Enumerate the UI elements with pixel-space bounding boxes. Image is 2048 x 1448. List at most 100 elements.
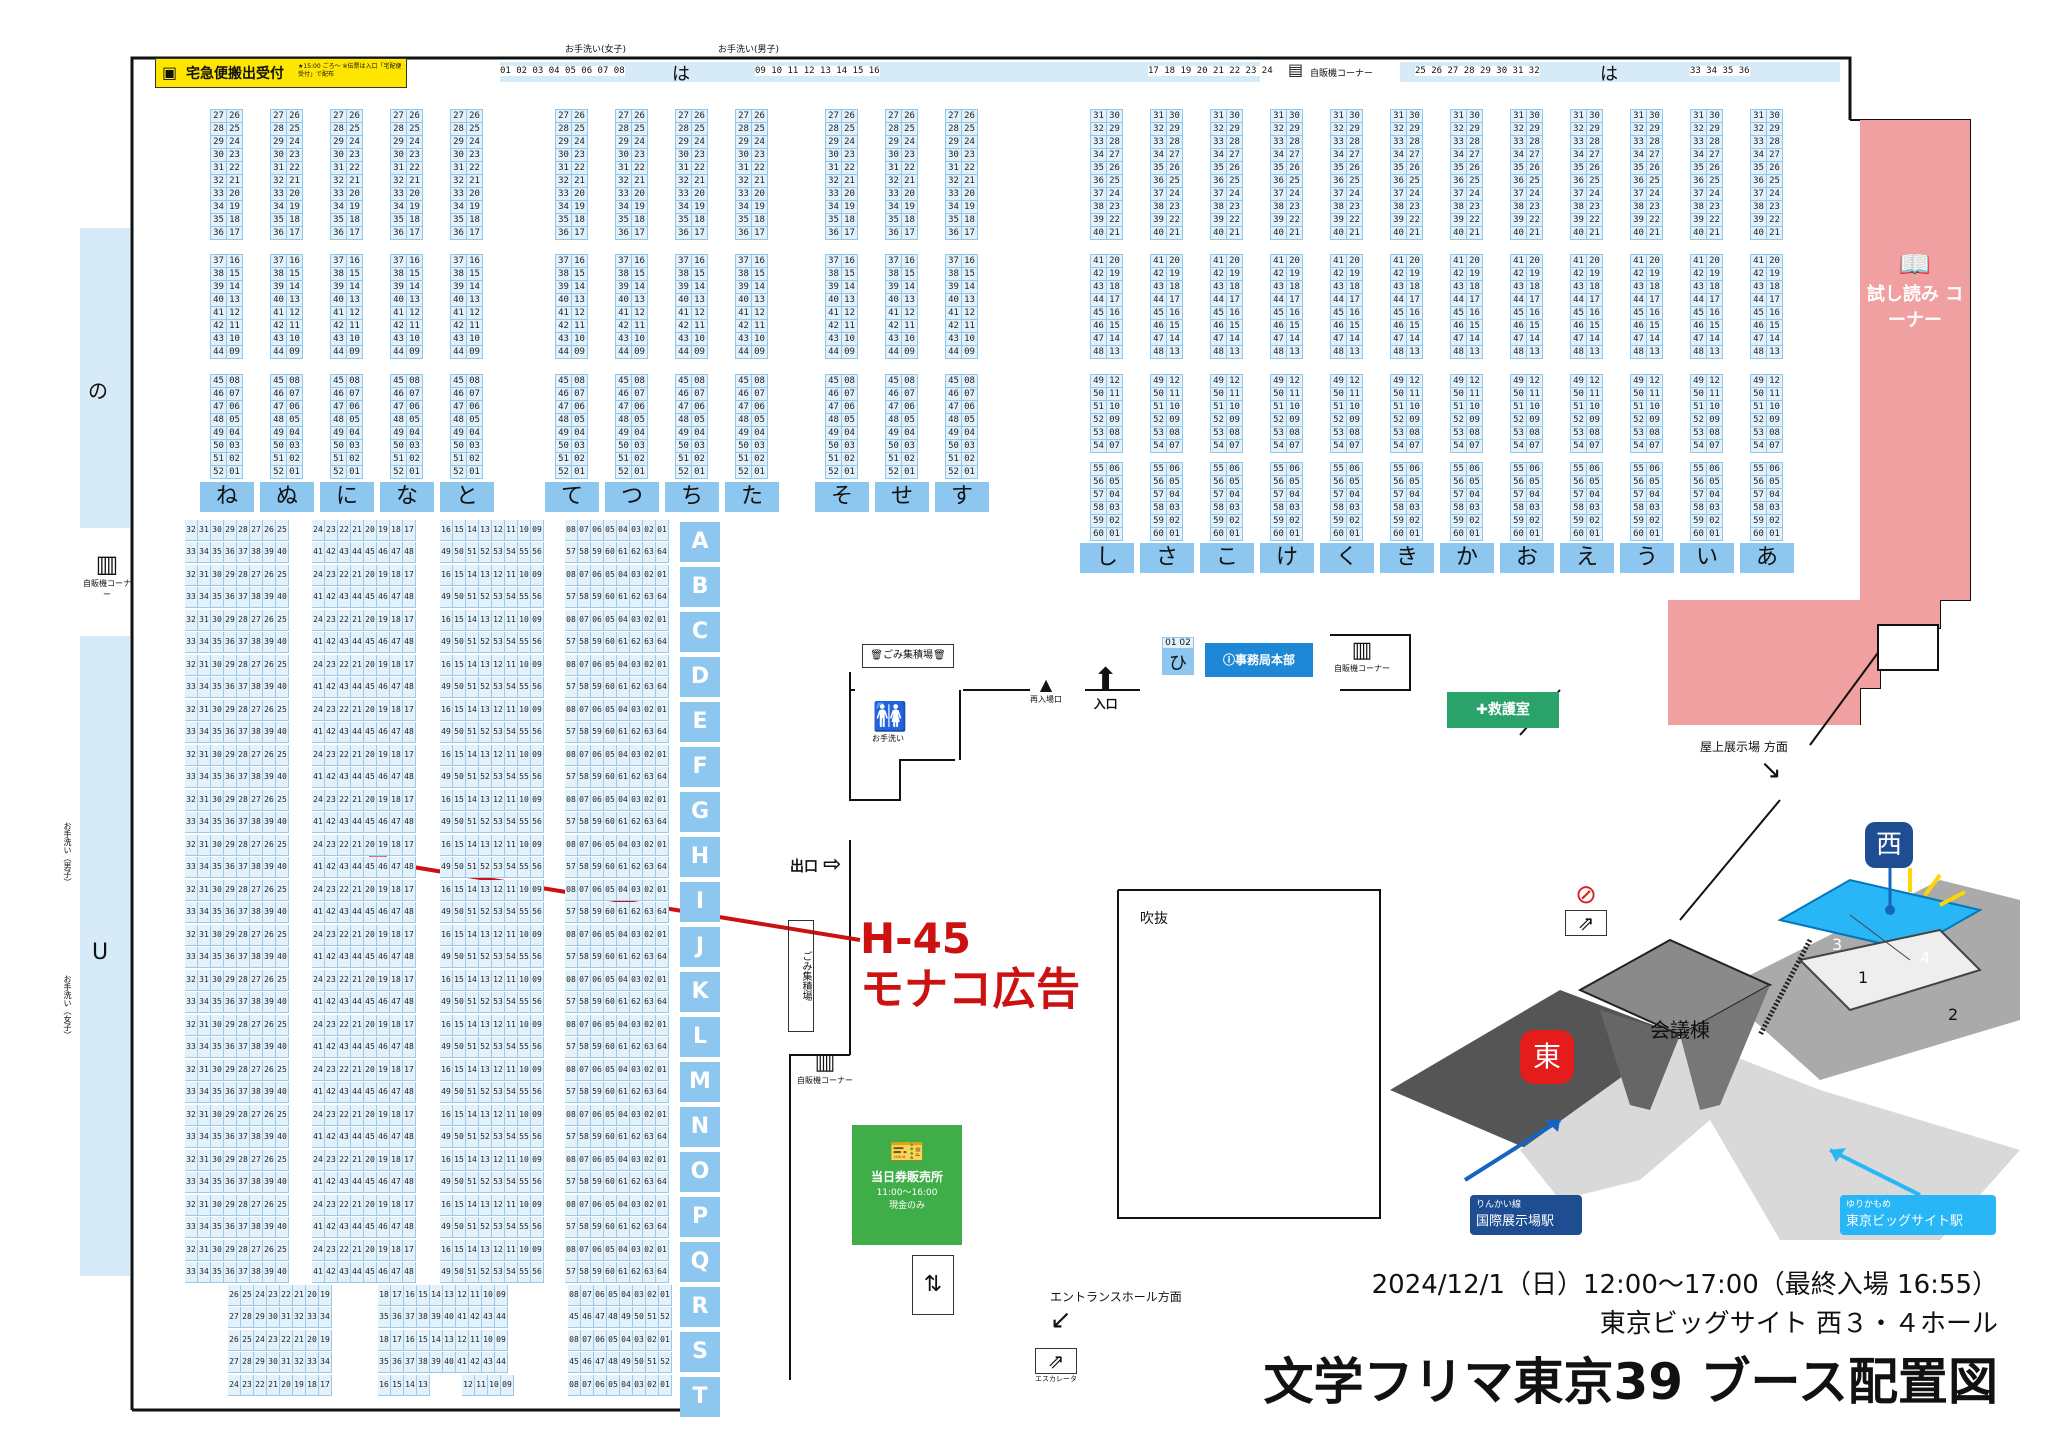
booth-seat[interactable]: 44 — [351, 767, 364, 788]
booth-seat[interactable]: 34 — [1150, 148, 1167, 162]
booth-seat[interactable]: 24 — [226, 135, 243, 149]
booth-seat[interactable]: 12 — [1586, 374, 1603, 388]
booth-seat[interactable]: 20 — [364, 745, 377, 766]
booth-seat[interactable]: 03 — [691, 439, 708, 453]
booth-seat[interactable]: 37 — [237, 542, 250, 563]
booth-seat[interactable]: 18 — [1346, 280, 1363, 294]
booth-seat[interactable]: 42 — [270, 319, 287, 333]
booth-seat[interactable]: 55 — [518, 1217, 531, 1238]
booth-seat[interactable]: 46 — [377, 542, 390, 563]
booth-seat[interactable]: 28 — [1766, 135, 1783, 149]
booth-seat[interactable]: 18 — [571, 213, 588, 227]
booth-seat[interactable]: 38 — [250, 812, 263, 833]
booth-seat[interactable]: 27 — [250, 1105, 263, 1126]
booth-seat[interactable]: 55 — [518, 632, 531, 653]
booth-seat[interactable]: 10 — [1586, 400, 1603, 414]
booth-seat[interactable]: 01 — [841, 465, 858, 479]
booth-seat[interactable]: 09 — [531, 1240, 544, 1261]
booth-seat[interactable]: 07 — [578, 1150, 591, 1171]
booth-seat[interactable]: 12 — [1526, 374, 1543, 388]
booth-seat[interactable]: 48 — [1090, 345, 1107, 359]
booth-seat[interactable]: 01 — [751, 465, 768, 479]
booth-seat[interactable]: 41 — [312, 992, 325, 1013]
booth-seat[interactable]: 42 — [1510, 267, 1527, 281]
booth-seat[interactable]: 34 — [270, 200, 287, 214]
booth-seat[interactable]: 04 — [617, 790, 630, 811]
booth-seat[interactable]: 20 — [286, 187, 303, 201]
booth-seat[interactable]: 37 — [330, 254, 347, 268]
booth-seat[interactable]: 33 — [1270, 135, 1287, 149]
booth-seat[interactable]: 54 — [505, 1127, 518, 1148]
booth-seat[interactable]: 33 — [945, 187, 962, 201]
booth-seat[interactable]: 40 — [945, 293, 962, 307]
booth-seat[interactable]: 08 — [346, 374, 363, 388]
booth-seat[interactable]: 18 — [390, 610, 403, 631]
booth-seat[interactable]: 12 — [1226, 374, 1243, 388]
booth-seat[interactable]: 25 — [571, 122, 588, 136]
booth-seat[interactable]: 62 — [630, 1037, 643, 1058]
booth-seat[interactable]: 20 — [1166, 254, 1183, 268]
booth-seat[interactable]: 56 — [531, 677, 544, 698]
booth-seat[interactable]: 29 — [224, 610, 237, 631]
booth-seat[interactable]: 16 — [404, 1285, 417, 1306]
booth-seat[interactable]: 41 — [1210, 254, 1227, 268]
booth-seat[interactable]: 18 — [1586, 280, 1603, 294]
booth-seat[interactable]: 53 — [1390, 426, 1407, 440]
booth-seat[interactable]: 07 — [578, 1195, 591, 1216]
booth-seat[interactable]: 27 — [1766, 148, 1783, 162]
booth-seat[interactable]: 02 — [643, 970, 656, 991]
booth-seat[interactable]: 30 — [211, 1015, 224, 1036]
booth-seat[interactable]: 64 — [656, 632, 669, 653]
booth-seat[interactable]: 23 — [1286, 200, 1303, 214]
booth-seat[interactable]: 08 — [901, 374, 918, 388]
booth-seat[interactable]: 25 — [276, 1105, 289, 1126]
booth-seat[interactable]: 46 — [377, 947, 390, 968]
booth-seat[interactable]: 38 — [250, 992, 263, 1013]
booth-seat[interactable]: 14 — [466, 565, 479, 586]
booth-seat[interactable]: 41 — [450, 306, 467, 320]
booth-seat[interactable]: 49 — [390, 426, 407, 440]
booth-seat[interactable]: 44 — [351, 992, 364, 1013]
booth-seat[interactable]: 30 — [1466, 109, 1483, 123]
booth-seat[interactable]: 46 — [885, 387, 902, 401]
booth-seat[interactable]: 49 — [440, 992, 453, 1013]
booth-seat[interactable]: 50 — [453, 677, 466, 698]
booth-seat[interactable]: 17 — [403, 1195, 416, 1216]
booth-seat[interactable]: 39 — [263, 1082, 276, 1103]
booth-seat[interactable]: 09 — [1526, 413, 1543, 427]
booth-seat[interactable]: 05 — [604, 925, 617, 946]
booth-seat[interactable]: 11 — [1286, 387, 1303, 401]
booth-seat[interactable]: 10 — [518, 1240, 531, 1261]
booth-seat[interactable]: 34 — [1450, 148, 1467, 162]
booth-seat[interactable]: 47 — [594, 1352, 607, 1373]
booth-seat[interactable]: 11 — [505, 1060, 518, 1081]
booth-seat[interactable]: 08 — [1706, 426, 1723, 440]
booth-seat[interactable]: 03 — [630, 520, 643, 541]
booth-seat[interactable]: 27 — [270, 109, 287, 123]
booth-seat[interactable]: 63 — [643, 1217, 656, 1238]
booth-seat[interactable]: 35 — [211, 632, 224, 653]
booth-seat[interactable]: 18 — [390, 745, 403, 766]
booth-seat[interactable]: 28 — [237, 1195, 250, 1216]
booth-seat[interactable]: 22 — [1706, 213, 1723, 227]
booth-seat[interactable]: 04 — [617, 1060, 630, 1081]
booth-seat[interactable]: 36 — [735, 226, 752, 240]
booth-seat[interactable]: 01 — [1526, 527, 1543, 541]
booth-seat[interactable]: 27 — [1106, 148, 1123, 162]
booth-seat[interactable]: 39 — [1150, 213, 1167, 227]
booth-seat[interactable]: 60 — [604, 947, 617, 968]
booth-seat[interactable]: 43 — [945, 332, 962, 346]
booth-seat[interactable]: 53 — [492, 1037, 505, 1058]
booth-seat[interactable]: 11 — [505, 610, 518, 631]
booth-seat[interactable]: 33 — [1450, 135, 1467, 149]
booth-seat[interactable]: 38 — [735, 267, 752, 281]
booth-seat[interactable]: 39 — [735, 280, 752, 294]
booth-seat[interactable]: 02 — [901, 452, 918, 466]
booth-seat[interactable]: 38 — [250, 1262, 263, 1283]
booth-seat[interactable]: 41 — [312, 1172, 325, 1193]
booth-seat[interactable]: 60 — [604, 722, 617, 743]
booth-seat[interactable]: 13 — [479, 1240, 492, 1261]
booth-seat[interactable]: 45 — [1450, 306, 1467, 320]
booth-seat[interactable]: 15 — [453, 790, 466, 811]
booth-seat[interactable]: 60 — [604, 587, 617, 608]
